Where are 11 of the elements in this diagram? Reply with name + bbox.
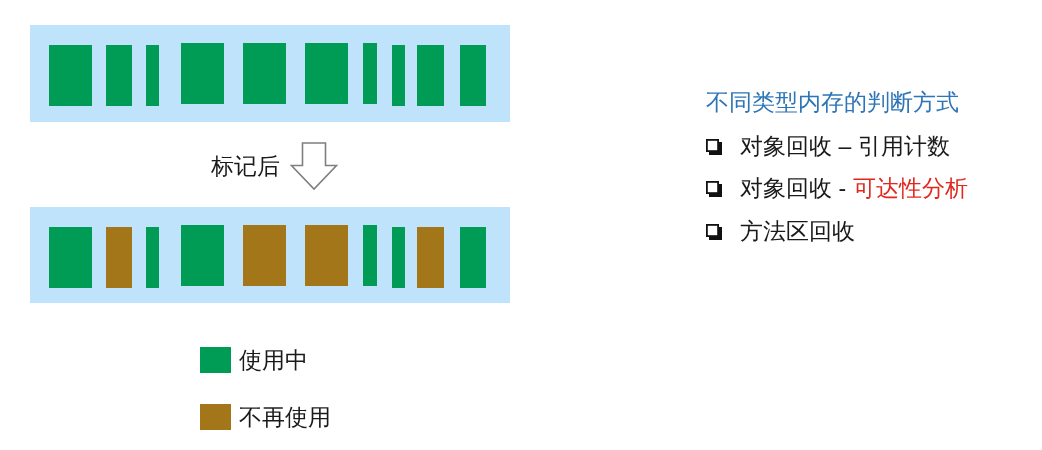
legend-label: 使用中 (239, 348, 308, 372)
memory-strip (30, 207, 510, 303)
edge-label: 标记后 (210, 155, 281, 178)
list-item: 对象回收 – 引用计数 (740, 135, 950, 158)
legend-label: 不再使用 (239, 405, 331, 429)
highlighted-text: 可达性分析 (853, 177, 969, 200)
list-item: 方法区回收 (740, 220, 855, 243)
memory-strip (30, 25, 510, 122)
list-heading: 不同类型内存的判断方式 (706, 91, 959, 114)
block-arrow (289, 142, 339, 191)
list-item: 对象回收 - (740, 177, 847, 200)
